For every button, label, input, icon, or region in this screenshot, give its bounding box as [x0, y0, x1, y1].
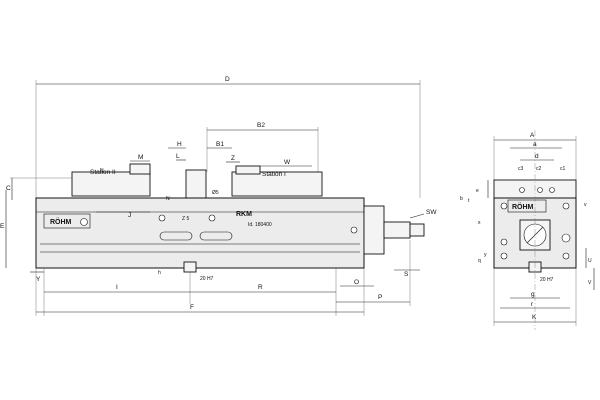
slot — [199, 231, 233, 241]
label-I: I — [116, 284, 118, 291]
label-J: J — [128, 212, 131, 219]
label-g: g — [531, 291, 535, 298]
label-h: h — [158, 270, 161, 276]
jaw-step-left — [129, 163, 151, 175]
fastening-hole — [158, 214, 166, 222]
label-N-left: N — [100, 168, 104, 174]
label-R: R — [258, 284, 263, 291]
side-hole — [500, 202, 508, 210]
side-hole — [500, 252, 508, 260]
spindle-end — [383, 221, 411, 239]
label-y: y — [484, 252, 487, 258]
bolt-hole — [80, 218, 88, 226]
label-q: q — [478, 258, 481, 264]
label-d: d — [535, 153, 539, 160]
spindle-hex — [409, 223, 425, 237]
label-Z5: Z 5 — [182, 216, 189, 222]
label-Z: Z — [231, 155, 235, 162]
label-v: v — [584, 202, 587, 208]
slot — [159, 231, 193, 241]
fastening-hole — [208, 214, 216, 222]
jaw-center-left — [185, 169, 207, 199]
label-P: P — [378, 294, 382, 301]
front-view: D B2 H B1 L M Z W Station II Station I C — [0, 76, 437, 316]
fastening-hole — [350, 226, 358, 234]
label-A: A — [530, 132, 535, 139]
label-B1: B1 — [216, 141, 224, 148]
logo-front: RÖHM — [50, 217, 72, 226]
label-20H7-front: 20 H7 — [200, 276, 214, 282]
label-V: V — [588, 280, 592, 286]
label-x: x — [478, 220, 481, 226]
side-view: A a d c3 c2 c1 e b t RÖHM — [460, 130, 595, 330]
vise-body — [35, 197, 365, 269]
label-Y: Y — [36, 276, 41, 283]
station-i-label: Station I — [262, 171, 286, 178]
jaw-station-ii — [71, 171, 151, 197]
side-logo-plate — [507, 199, 547, 213]
label-M: M — [138, 154, 143, 161]
label-C: C — [6, 185, 11, 192]
side-hole — [537, 187, 543, 193]
spindle-housing — [363, 205, 385, 255]
label-O: O — [354, 279, 359, 286]
label-D: D — [225, 76, 230, 83]
part-number: Id. 180400 — [248, 222, 272, 228]
logo-side: RÖHM — [512, 202, 534, 211]
label-t: t — [468, 198, 470, 204]
station-ii-label: Station II — [90, 169, 116, 176]
label-S: S — [404, 271, 409, 278]
leader-SW — [409, 213, 425, 219]
label-c3: c3 — [518, 166, 524, 172]
side-hole — [562, 252, 570, 260]
label-r: r — [531, 301, 534, 308]
label-W: W — [284, 159, 291, 166]
jaw-station-i — [231, 171, 323, 197]
label-H: H — [177, 141, 182, 148]
side-hole — [519, 187, 525, 193]
side-hole — [549, 187, 555, 193]
label-O5: Ø5 — [212, 190, 219, 196]
label-c1: c1 — [560, 166, 566, 172]
label-F: F — [190, 304, 194, 311]
label-c2: c2 — [536, 166, 542, 172]
model-marking: RKM — [236, 211, 252, 218]
label-K: K — [532, 314, 537, 321]
label-E: E — [0, 223, 5, 230]
locating-key — [183, 261, 197, 273]
side-hole — [561, 233, 571, 243]
label-N-center: N — [166, 196, 170, 202]
label-SW: SW — [426, 209, 437, 216]
label-e: e — [476, 188, 479, 194]
jaw-step-right — [235, 165, 261, 175]
label-B2: B2 — [257, 122, 265, 129]
label-U: U — [588, 258, 592, 264]
label-L: L — [176, 153, 180, 160]
side-hole — [500, 238, 508, 246]
label-20H7-side: 20 H7 — [540, 277, 554, 283]
label-b: b — [460, 196, 463, 202]
logo-plate — [43, 213, 91, 229]
side-hole — [562, 202, 570, 210]
